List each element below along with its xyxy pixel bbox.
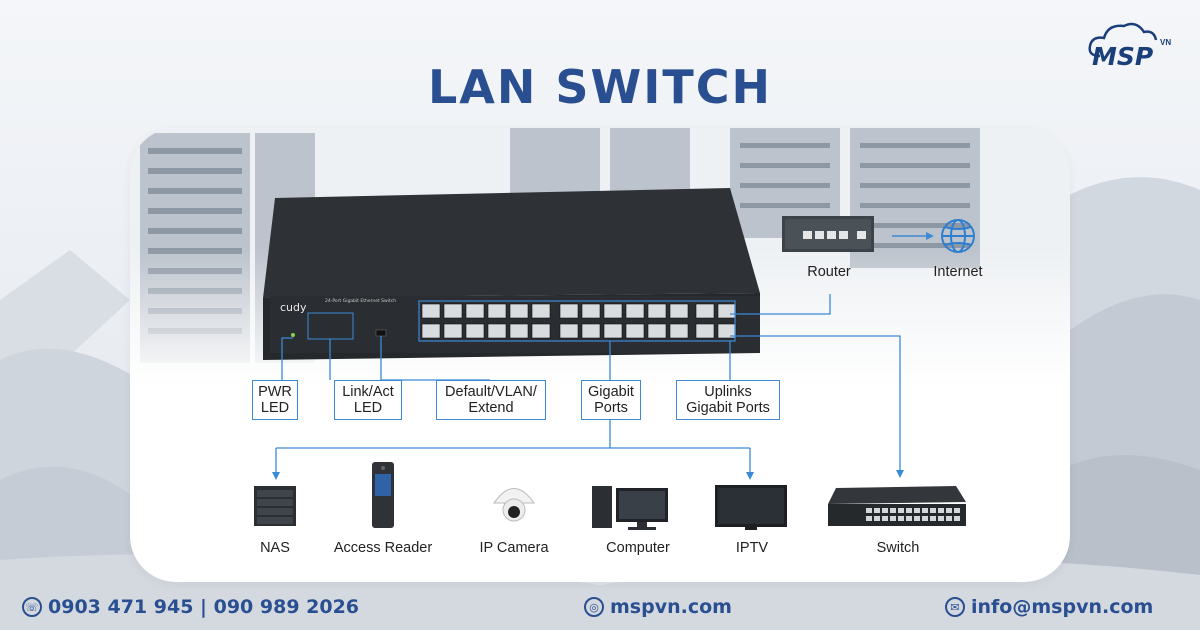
diagram-card: cudy 24-Port Gigabit Ethernet Switch bbox=[130, 128, 1070, 582]
footer-phone-text: 0903 471 945 | 090 989 2026 bbox=[48, 596, 360, 618]
device-label-switch: Switch bbox=[876, 540, 920, 556]
gigabit-ports-callout: Gigabit Ports bbox=[581, 380, 641, 420]
pwr-led-line1: PWR bbox=[258, 384, 292, 400]
pwr-led-callout: PWR LED bbox=[252, 380, 298, 420]
link-act-line1: Link/Act bbox=[342, 384, 394, 400]
email-icon: ✉ bbox=[945, 597, 965, 617]
footer-email[interactable]: ✉ info@mspvn.com bbox=[945, 596, 1153, 618]
logo-sup: VN bbox=[1160, 38, 1172, 47]
pwr-led-line2: LED bbox=[260, 400, 290, 416]
device-label-iptv: IPTV bbox=[735, 540, 769, 556]
device-label-computer: Computer bbox=[606, 540, 670, 556]
default-vlan-callout: Default/VLAN/ Extend bbox=[436, 380, 546, 420]
globe-icon: ◎ bbox=[584, 597, 604, 617]
device-label-ip-camera: IP Camera bbox=[479, 540, 549, 556]
ip-camera-icon bbox=[493, 488, 535, 522]
switch-model: 24-Port Gigabit Ethernet Switch bbox=[325, 298, 396, 304]
small-switch-icon bbox=[828, 486, 966, 526]
default-vlan-line2: Extend bbox=[468, 400, 514, 416]
switch-brand: cudy bbox=[280, 301, 307, 314]
phone-icon: ☏ bbox=[22, 597, 42, 617]
router-label: Router bbox=[807, 264, 851, 280]
computer-icon bbox=[592, 486, 668, 530]
footer-website-text: mspvn.com bbox=[610, 596, 732, 618]
globe-icon bbox=[941, 219, 975, 253]
logo-text: MSP bbox=[1092, 42, 1154, 71]
default-vlan-line1: Default/VLAN/ bbox=[445, 384, 537, 400]
iptv-icon bbox=[715, 485, 787, 530]
page-title: LAN SWITCH bbox=[427, 60, 773, 114]
link-act-led-callout: Link/Act LED bbox=[334, 380, 402, 420]
uplinks-line2: Gigabit Ports bbox=[686, 400, 770, 416]
router-device bbox=[782, 216, 874, 252]
footer: ☏ 0903 471 945 | 090 989 2026 ◎ mspvn.co… bbox=[0, 590, 1200, 626]
msp-logo: MSP VN bbox=[1082, 16, 1182, 76]
network-diagram: cudy 24-Port Gigabit Ethernet Switch bbox=[254, 188, 975, 530]
uplinks-callout: Uplinks Gigabit Ports bbox=[676, 380, 780, 420]
gigabit-ports-line1: Gigabit bbox=[588, 384, 634, 400]
access-reader-icon bbox=[372, 462, 394, 528]
footer-email-text: info@mspvn.com bbox=[971, 596, 1154, 618]
link-act-line2: LED bbox=[353, 400, 383, 416]
device-label-nas: NAS bbox=[260, 540, 290, 556]
footer-phone[interactable]: ☏ 0903 471 945 | 090 989 2026 bbox=[22, 596, 359, 618]
main-switch bbox=[263, 188, 760, 360]
uplinks-line1: Uplinks bbox=[704, 384, 752, 400]
gigabit-ports-line2: Ports bbox=[594, 400, 628, 416]
device-label-access-reader: Access Reader bbox=[333, 540, 433, 556]
footer-website[interactable]: ◎ mspvn.com bbox=[584, 596, 732, 618]
nas-icon bbox=[254, 486, 296, 526]
cloud-icon bbox=[1088, 22, 1158, 58]
internet-label: Internet bbox=[933, 264, 983, 280]
